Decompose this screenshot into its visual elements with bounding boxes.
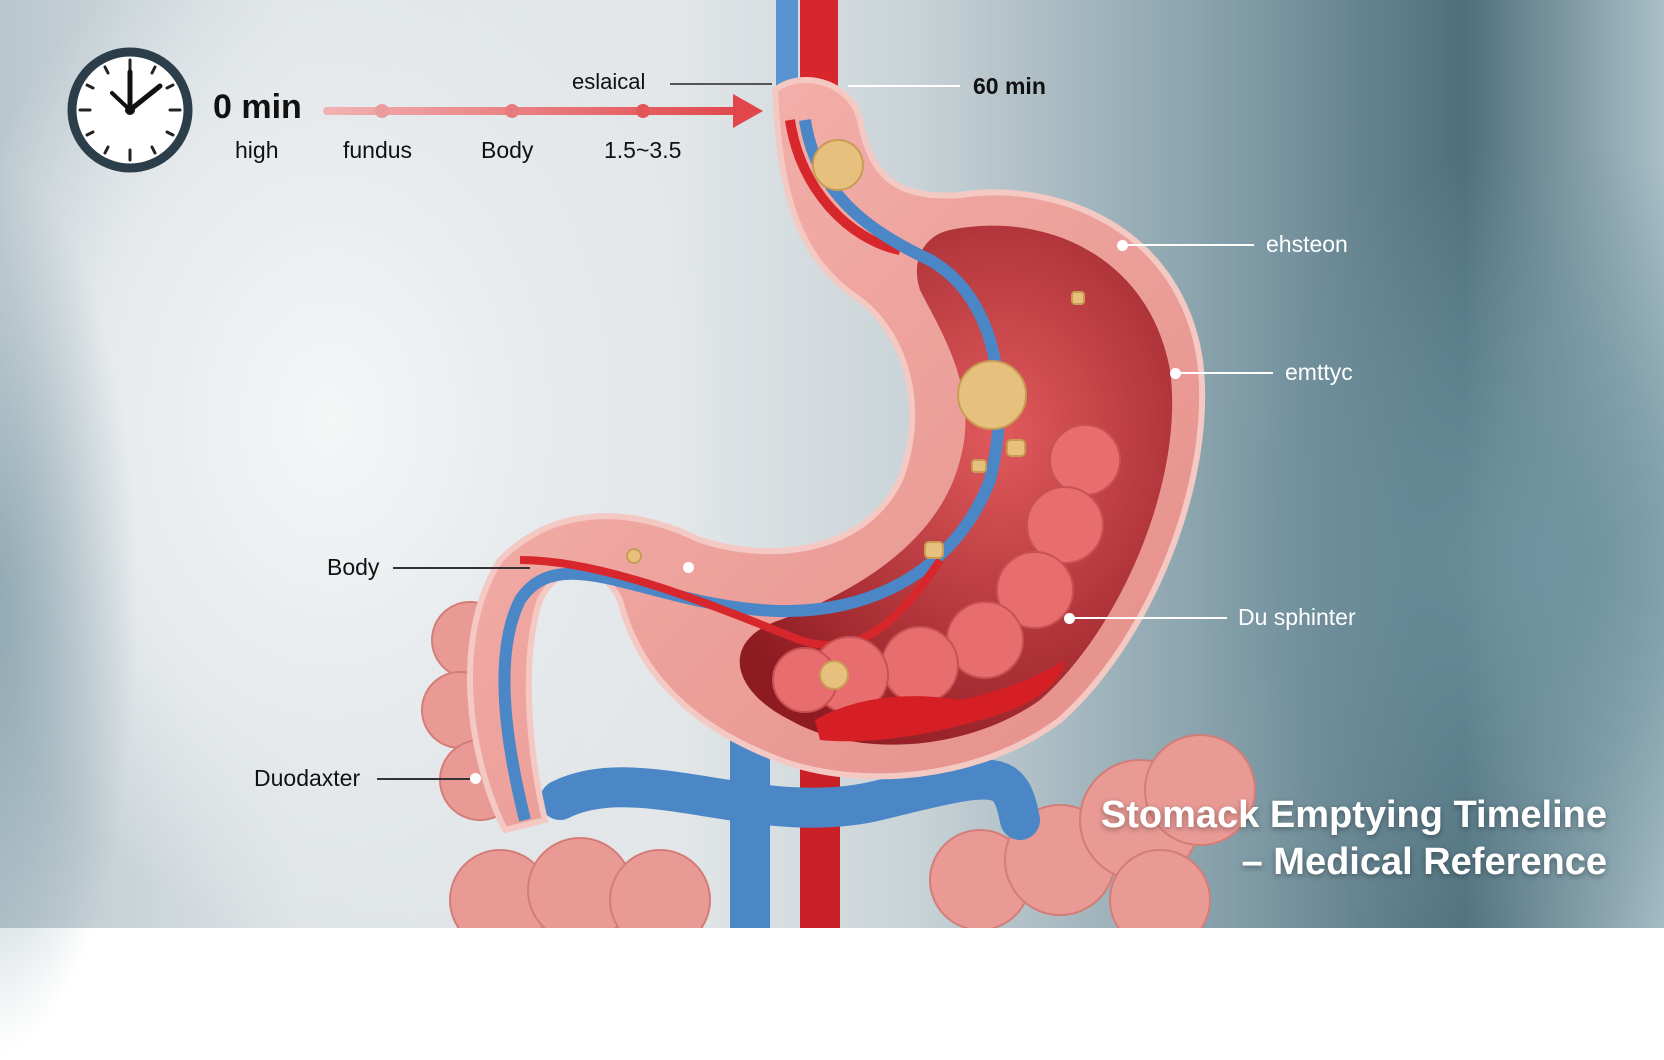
timeline-stop-label: 1.5~3.5 bbox=[604, 137, 682, 163]
timeline-stop-dot bbox=[505, 104, 519, 118]
timeline-arrow-head-icon bbox=[733, 94, 763, 128]
callout-dot bbox=[470, 773, 481, 784]
page-title-line2: – Medical Reference bbox=[1241, 841, 1607, 883]
page-title-line1: Stomack Emptying Timeline bbox=[1100, 794, 1607, 836]
timeline-stop-dot bbox=[636, 104, 650, 118]
callout-label-left: Duodaxter bbox=[254, 765, 361, 791]
callout-label-right: ehsteon bbox=[1266, 231, 1348, 257]
callout-label-right: Du sphinter bbox=[1238, 604, 1356, 630]
callout-dot bbox=[1117, 240, 1128, 251]
callout-label-left: Body bbox=[327, 554, 380, 580]
callout-line bbox=[1075, 617, 1227, 619]
timeline-stop-label: fundus bbox=[343, 137, 413, 163]
timeline-above-label: eslaical bbox=[572, 69, 646, 94]
callout-dot bbox=[683, 562, 694, 573]
timeline-start-label: 0 min bbox=[213, 88, 302, 126]
callout-line bbox=[377, 778, 473, 780]
callout-line bbox=[848, 85, 960, 87]
callout-line bbox=[1128, 244, 1254, 246]
stomach-illustration bbox=[421, 0, 1256, 928]
callout-line bbox=[670, 83, 772, 85]
callout-line bbox=[393, 567, 530, 569]
callout-line bbox=[1181, 372, 1273, 374]
timeline-start-sublabel: high bbox=[235, 137, 279, 163]
callout-dot bbox=[1064, 613, 1075, 624]
callout-dot bbox=[1170, 368, 1181, 379]
timeline-end-label: 60 min bbox=[973, 73, 1046, 99]
timeline-arrow-line bbox=[323, 107, 743, 115]
callout-label-right: emttyc bbox=[1285, 359, 1353, 385]
clock-icon bbox=[67, 47, 193, 173]
timeline-stop-label: Body bbox=[481, 137, 534, 163]
timeline-stop-dot bbox=[375, 104, 389, 118]
